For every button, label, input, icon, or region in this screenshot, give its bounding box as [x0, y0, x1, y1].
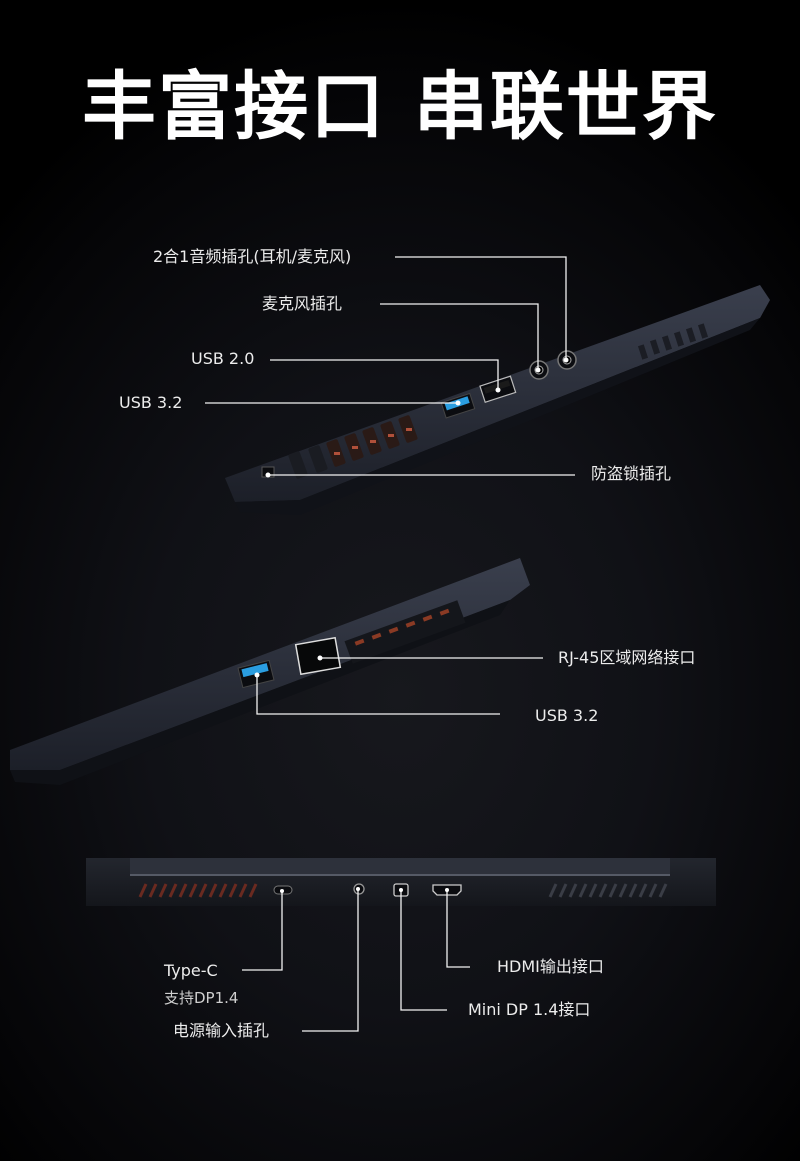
label-usb20: USB 2.0 [191, 349, 255, 368]
leader-lines-left-side [205, 256, 575, 476]
label-mic: 麦克风插孔 [262, 294, 343, 313]
label-typec: Type-C [164, 961, 218, 980]
leader-dots-rear [280, 887, 449, 893]
right-side-edge [10, 558, 530, 785]
leader-dots-right-side [254, 655, 323, 678]
leader-lines-right-side [256, 657, 543, 715]
leader-lines-rear [242, 889, 470, 1032]
label-power: 电源输入插孔 [173, 1021, 270, 1040]
label-rj45: RJ-45区域网络接口 [558, 648, 696, 667]
vent-grille-right [637, 323, 709, 360]
vent-grille-rear-left [138, 883, 258, 898]
label-usb32-left: USB 3.2 [119, 393, 183, 412]
label-hdmi: HDMI输出接口 [497, 957, 604, 976]
leader-dots-left-side [265, 357, 569, 478]
label-audio-combo: 2合1音频插孔(耳机/麦克风) [153, 247, 352, 266]
rj45-port-icon [294, 636, 342, 676]
vent-grille-left [288, 415, 418, 479]
page-title: 丰富接口 串联世界 [82, 64, 718, 150]
label-usb32-right: USB 3.2 [535, 706, 599, 725]
label-minidp: Mini DP 1.4接口 [468, 1000, 591, 1019]
label-lock: 防盗锁插孔 [591, 464, 672, 483]
vent-grille-rear-right [548, 883, 668, 898]
vent-grille-rj [344, 600, 466, 664]
label-typec-sub: 支持DP1.4 [164, 989, 239, 1007]
left-side-edge [225, 285, 770, 515]
